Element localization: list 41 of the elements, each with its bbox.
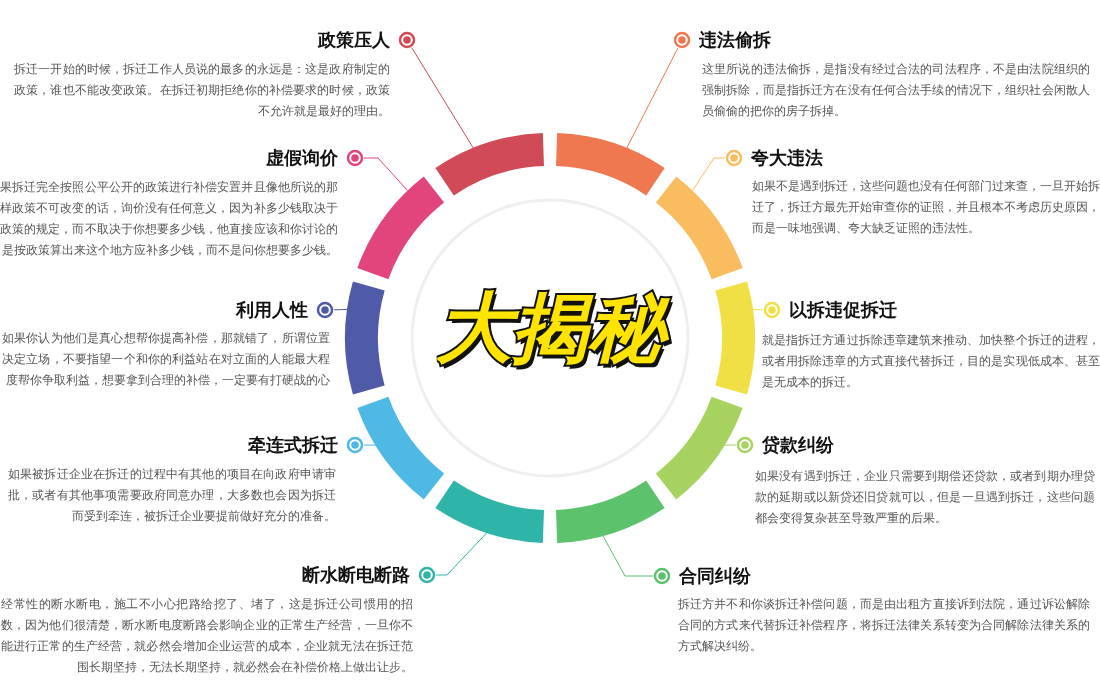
ring-segment (435, 480, 544, 543)
ring-segment (655, 396, 743, 500)
topic-heading: 贷款纠纷 (762, 433, 834, 457)
topic-description: 经常性的断水断电，施工不小心把路给挖了、堵了，这是拆迁公司惯用的招数，因为他们很清楚，断水断电度断路会影响企业的正常生产经营，一旦你不能进行正常的生产经营，就必然会增加企业运营的成本，企业就无法在拆迁范围长期坚持，无法长期坚持，就必然会在补偿价格上做出让步。 (1, 596, 413, 676)
ring-segment (357, 396, 445, 500)
topic-heading: 虚假询价 (266, 146, 338, 170)
topic-heading: 违法偷拆 (699, 28, 771, 52)
ring-segment (556, 480, 665, 543)
topic-heading: 以拆违促拆迁 (789, 298, 897, 322)
topic-description: 这里所说的违法偷拆，是指没有经过合法的司法程序，不是由法院组织的强制拆除，而是指拆迁方在没有任何合法手续的情况下，组织社会闲散人员偷偷的把你的房子拆掉。 (702, 61, 1090, 120)
topic-description: 拆迁一开始的时候，拆迁工作人员说的最多的永远是：这是政府制定的政策，谁也不能改变政策。在拆迁初期拒绝你的补偿要求的时候，政策不允许就是最好的理由。 (14, 61, 390, 120)
leader-line (752, 308, 764, 311)
leader-line (691, 157, 726, 192)
ring-segment (556, 133, 665, 196)
topic-heading: 政策压人 (318, 28, 390, 52)
topic-heading: 利用人性 (236, 298, 308, 322)
topic-description: 如果不是遇到拆迁，这些问题也没有任何部门过来查，一旦开始拆迁了，拆迁方最先开始审查你的证照，并且根本不考虑历史原因，而是一味地强调、夸大缺乏证照的违法性。 (752, 178, 1100, 237)
leader-line (626, 47, 679, 149)
topic-heading: 断水断电断路 (302, 563, 410, 587)
topic-description: 就是指拆迁方通过拆除违章建筑来推动、加快整个拆迁的进程，或者用拆除违章的方式直接代替拆迁，目的是实现低成本、甚至是无成本的拆迁。 (762, 332, 1100, 391)
topic-description: 果拆迁完全按照公平公开的政策进行补偿安置并且像他所说的那样政策不可改变的话，询价没有任何意义，因为补多少钱取决于政策的规定，而不取决于你想要多少钱，他直接应该和你讨论的是按政策算出来这个地方应补多少钱，而不是问你想要多少钱。 (0, 179, 338, 259)
leader-line (602, 535, 654, 577)
topic-description: 如果被拆迁企业在拆迁的过程中有其他的项目在向政府申请审批，或者有其他事项需要政府同意办理，大多数也会因为拆迁而受到牵连，被拆迁企业要提前做好充分的准备。 (8, 466, 336, 525)
ring-segment (357, 176, 445, 280)
ring-segment (435, 133, 544, 196)
leader-line (724, 444, 737, 446)
leader-line (435, 532, 488, 576)
topic-description: 如果没有遇到拆迁，企业只需要到期偿还贷款，或者到期办理贷款的延期或以新贷还旧贷就可以，但是一旦遇到拆迁，这些问题都会变得复杂甚至导致严重的后果。 (755, 468, 1095, 527)
leader-line (333, 308, 348, 311)
leader-line (363, 444, 376, 446)
leader-line (363, 157, 409, 192)
ring-segment (655, 176, 743, 280)
topic-heading: 合同纠纷 (679, 564, 751, 588)
topic-description: 拆迁方并不和你谈拆迁补偿问题，而是由出租方直接诉到法院，通过诉讼解除合同的方式来代替拆迁补偿程序，将拆迁法律关系转变为合同解除法律关系的方式解决纠纷。 (678, 596, 1090, 655)
leader-line (411, 47, 474, 149)
topic-heading: 夸大违法 (751, 146, 823, 170)
ring-segment (715, 281, 755, 395)
topic-heading: 牵连式拆迁 (248, 433, 338, 457)
title: 大揭秘 (400, 278, 700, 378)
topic-description: 如果你认为他们是真心想帮你提高补偿，那就错了，所谓位置决定立场，不要指望一个和你的利益站在对立面的人能最大程度帮你争取利益，想要拿到合理的补偿，一定要有打硬战的心 (2, 330, 330, 389)
ring-segment (345, 281, 385, 395)
